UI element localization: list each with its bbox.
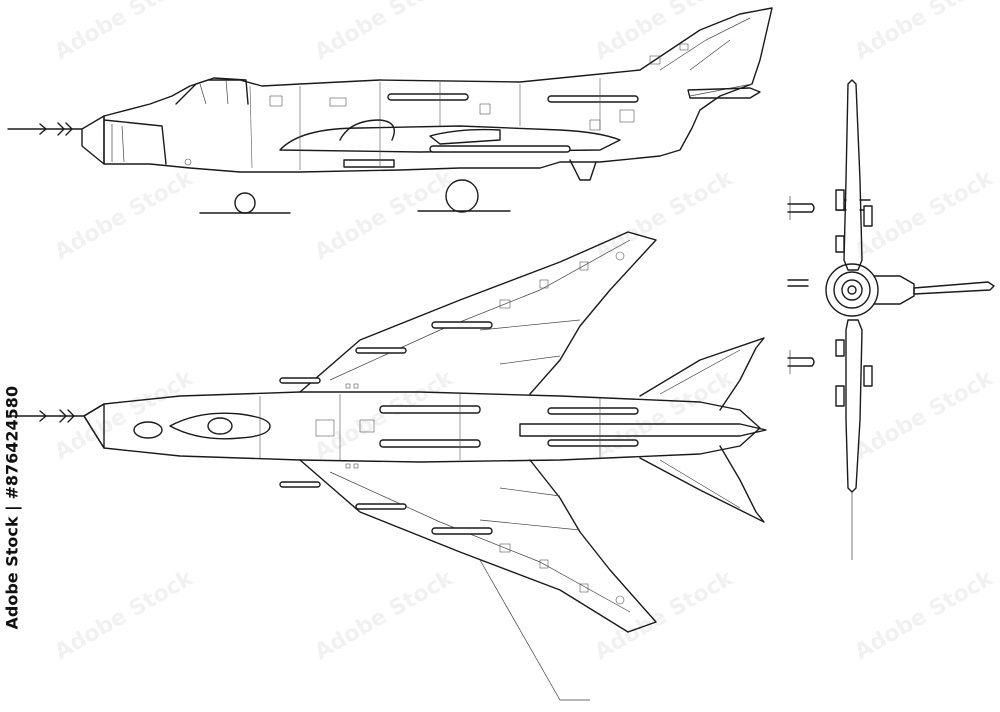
svg-text:Adobe Stock: Adobe Stock	[311, 0, 459, 65]
tailplane-lower	[639, 445, 765, 523]
cockpit-top	[169, 412, 271, 440]
ventral-fin-side	[569, 159, 597, 181]
wing-store-upper-1	[431, 321, 493, 329]
svg-text:Adobe Stock: Adobe Stock	[851, 565, 999, 665]
svg-text:Adobe Stock: Adobe Stock	[591, 565, 739, 665]
main-wheel-side	[445, 179, 479, 213]
intake-front	[825, 263, 879, 317]
top-view	[7, 231, 767, 701]
canopy-side	[175, 77, 249, 105]
fuselage-store-1	[379, 405, 481, 414]
svg-text:Adobe Stock: Adobe Stock	[591, 165, 739, 265]
front-view	[787, 79, 995, 560]
svg-text:Adobe Stock: Adobe Stock	[51, 565, 199, 665]
svg-text:Adobe Stock: Adobe Stock	[591, 0, 739, 65]
svg-text:Adobe Stock: Adobe Stock	[851, 165, 999, 265]
ventral-fin-trace	[479, 559, 590, 701]
svg-text:Adobe Stock: Adobe Stock	[851, 365, 999, 465]
wing-store-lower-1	[431, 527, 493, 535]
svg-text:Adobe Stock: Adobe Stock	[851, 0, 999, 65]
svg-text:Adobe Stock: Adobe Stock	[51, 0, 199, 65]
wing-lower-top	[299, 459, 657, 633]
svg-text:Adobe Stock: Adobe Stock	[311, 165, 459, 265]
stock-id-label: Adobe Stock | #876424580	[2, 385, 22, 630]
side-view	[7, 7, 773, 214]
wing-lower-front	[845, 319, 863, 493]
nose-cone-side	[81, 115, 105, 165]
pylon-store-side-2	[547, 95, 639, 103]
wing-glove-side	[279, 125, 621, 153]
fin-front	[913, 281, 995, 295]
svg-text:Adobe Stock: Adobe Stock	[311, 365, 459, 465]
nose-cone-top	[83, 403, 105, 449]
intake-side	[103, 119, 167, 165]
tailplane-upper	[639, 337, 765, 411]
nose-wheel-side	[234, 192, 256, 214]
tank-front-2	[787, 357, 815, 367]
tank-front-1	[787, 203, 815, 213]
centerline-tank-top	[519, 423, 767, 437]
pylon-store-side-1	[387, 93, 469, 101]
drop-tank-side	[687, 87, 761, 99]
wing-store-upper-2	[355, 347, 407, 354]
wing-upper-top	[299, 231, 657, 395]
svg-text:Adobe Stock: Adobe Stock	[51, 165, 199, 265]
ventral-store-side	[343, 159, 395, 168]
svg-text:Adobe Stock: Adobe Stock	[311, 565, 459, 665]
canopy-front	[873, 275, 915, 305]
